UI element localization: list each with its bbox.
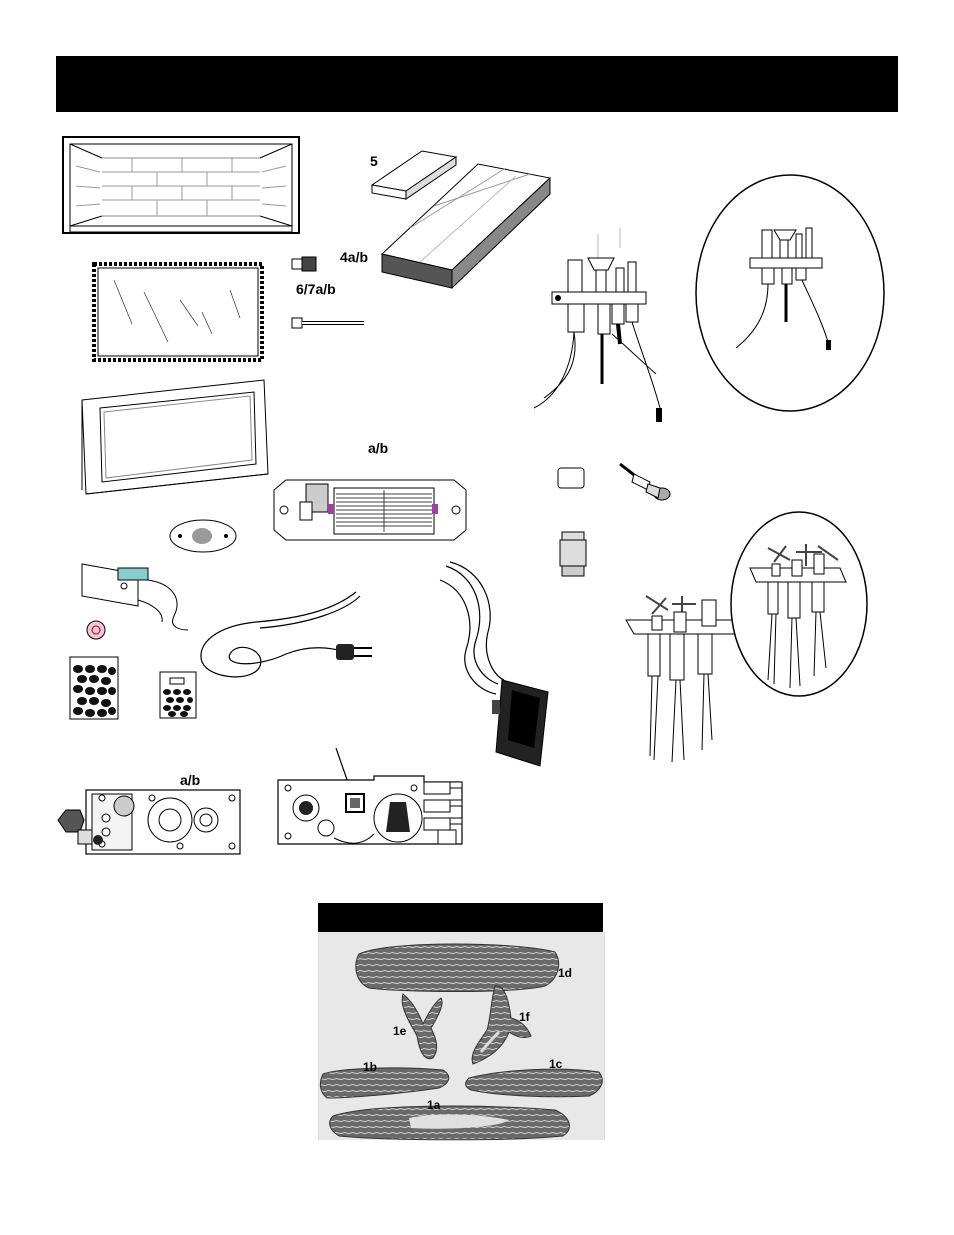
pin-icon (290, 316, 370, 332)
label-part-4ab: 4a/b (340, 250, 368, 264)
label-blower-ab: a/b (368, 441, 388, 455)
remote-receiver (436, 560, 556, 770)
burner-pilot-inset-circle (728, 508, 870, 700)
label-part-67ab: 6/7a/b (296, 282, 336, 296)
pilot-cap (556, 462, 588, 490)
log-label-1e: 1e (393, 1024, 406, 1038)
header-bar (56, 56, 898, 112)
power-cord (196, 588, 386, 688)
log-set-drawing (319, 932, 604, 1140)
igniter-electrode (616, 460, 672, 504)
control-module (274, 748, 484, 856)
cover-plate (168, 518, 238, 554)
fitting-icon (290, 255, 320, 275)
log-label-1d: 1d (558, 966, 572, 980)
log-label-1b: 1b (363, 1060, 377, 1074)
firebox-brick-panel (62, 136, 302, 236)
label-valve-ab: a/b (180, 773, 200, 787)
ember-bag-large (68, 655, 120, 721)
log-label-1c: 1c (549, 1057, 562, 1071)
ember-bag-small (158, 670, 198, 720)
log-set-photo: 1d 1e 1f 1b 1c 1a (318, 932, 605, 1140)
pilot-hood (556, 530, 592, 578)
gas-valve (56, 786, 246, 858)
log-photo-title-bar (318, 903, 603, 932)
pilot-assembly (528, 228, 678, 428)
pilot-inset-oval (692, 172, 888, 414)
thermostat-disc (84, 618, 108, 642)
log-label-1f: 1f (519, 1010, 530, 1024)
blower-assembly (272, 478, 468, 542)
front-frame (78, 378, 273, 498)
log-label-1a: 1a (427, 1098, 440, 1112)
glass-panel (92, 262, 264, 362)
